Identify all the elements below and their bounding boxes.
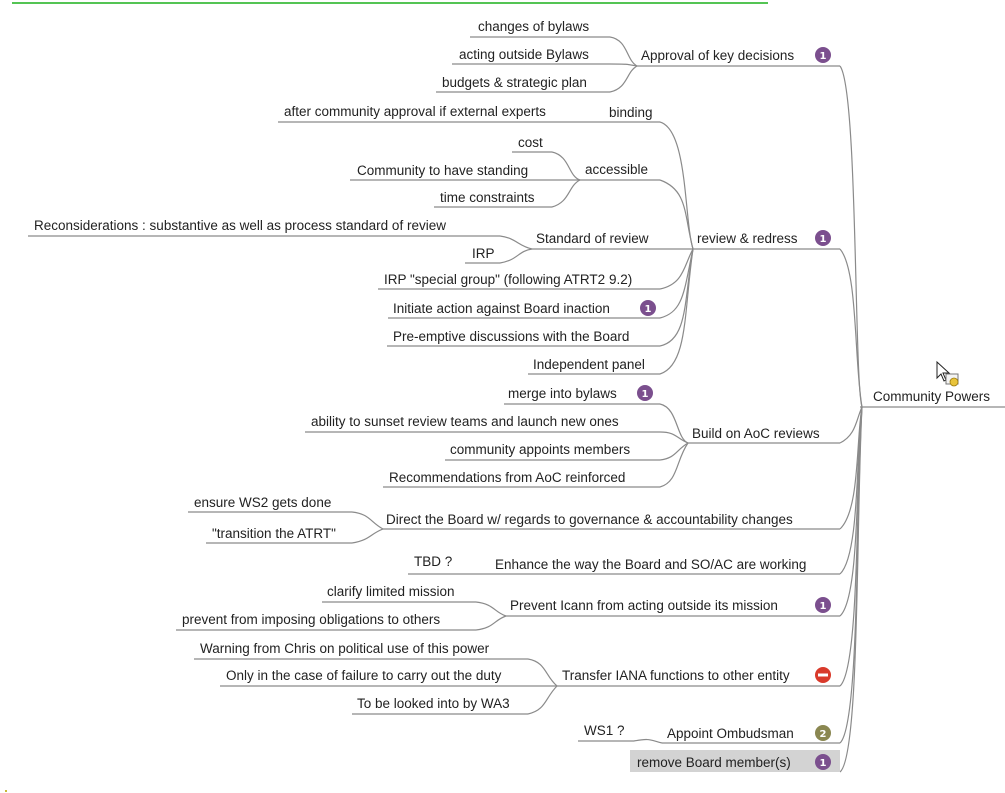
- leaf-cost[interactable]: cost: [518, 135, 543, 150]
- leaf-prevent-imposing[interactable]: prevent from imposing obligations to oth…: [182, 612, 440, 627]
- leaf-only-in-case-of-failure[interactable]: Only in the case of failure to carry out…: [226, 668, 502, 683]
- leaf-irp-special-group[interactable]: IRP "special group" (following ATRT2 9.2…: [384, 272, 632, 287]
- svg-text:1: 1: [645, 304, 652, 315]
- leaf-reconsiderations[interactable]: Reconsiderations : substantive as well a…: [34, 218, 446, 233]
- svg-text:1: 1: [820, 51, 827, 62]
- leaf-ensure-ws2[interactable]: ensure WS2 gets done: [194, 495, 331, 510]
- node-accessible[interactable]: accessible: [585, 162, 648, 177]
- node-binding[interactable]: binding: [609, 105, 653, 120]
- branch-transfer-iana-label[interactable]: Transfer IANA functions to other entity: [562, 668, 790, 683]
- leaf-community-to-have-standing[interactable]: Community to have standing: [357, 163, 528, 178]
- branch-review-redress-label[interactable]: review & redress: [697, 231, 798, 246]
- svg-text:1: 1: [820, 601, 827, 612]
- priority-1-icon: 1: [640, 300, 656, 316]
- svg-text:1: 1: [820, 758, 827, 769]
- leaf-budgets-strategic-plan[interactable]: budgets & strategic plan: [442, 75, 587, 90]
- priority-1-icon: 1: [815, 597, 831, 613]
- leaf-initiate-action[interactable]: Initiate action against Board inaction: [393, 301, 610, 316]
- leaf-acting-outside-bylaws[interactable]: acting outside Bylaws: [459, 47, 589, 62]
- svg-text:1: 1: [642, 389, 649, 400]
- drag-copy-icon: [945, 373, 959, 387]
- leaf-transition-the-atrt[interactable]: "transition the ATRT": [212, 526, 336, 541]
- leaf-time-constraints[interactable]: time constraints: [440, 190, 535, 205]
- connectors: [351, 36, 863, 773]
- priority-1-icon: 1: [815, 230, 831, 246]
- branch-appoint-ombudsman-label[interactable]: Appoint Ombudsman: [667, 726, 794, 741]
- minus-icon: [815, 667, 831, 683]
- selected-node-highlight: [630, 750, 840, 772]
- node-standard-of-review[interactable]: Standard of review: [536, 231, 649, 246]
- corner-marker: [5, 790, 7, 792]
- svg-text:1: 1: [820, 234, 827, 245]
- leaf-merge-into-bylaws[interactable]: merge into bylaws: [508, 386, 617, 401]
- leaf-pre-emptive-discussions[interactable]: Pre-emptive discussions with the Board: [393, 329, 629, 344]
- branch-direct-the-board-label[interactable]: Direct the Board w/ regards to governanc…: [386, 512, 793, 527]
- leaf-clarify-limited-mission[interactable]: clarify limited mission: [327, 584, 455, 599]
- branch-prevent-icann-label[interactable]: Prevent Icann from acting outside its mi…: [510, 598, 778, 613]
- leaf-tbd[interactable]: TBD ?: [414, 554, 452, 569]
- underlines: [28, 36, 1005, 744]
- priority-1-icon: 1: [815, 47, 831, 63]
- priority-2-icon: 2: [815, 725, 831, 741]
- priority-1-icon: 1: [815, 754, 831, 770]
- branch-enhance-label[interactable]: Enhance the way the Board and SO/AC are …: [495, 557, 806, 572]
- leaf-recommendations-aoc[interactable]: Recommendations from AoC reinforced: [389, 470, 625, 485]
- mouse-pointer-icon: [936, 360, 951, 382]
- leaf-warning-from-chris[interactable]: Warning from Chris on political use of t…: [200, 641, 490, 656]
- svg-text:2: 2: [820, 729, 827, 740]
- leaf-to-be-looked-into[interactable]: To be looked into by WA3: [357, 696, 510, 711]
- leaf-ability-to-sunset[interactable]: ability to sunset review teams and launc…: [311, 414, 619, 429]
- leaf-irp[interactable]: IRP: [472, 246, 495, 261]
- branch-approval-label[interactable]: Approval of key decisions: [641, 48, 794, 63]
- leaf-community-appoints-members[interactable]: community appoints members: [450, 442, 630, 457]
- root-node-label[interactable]: Community Powers: [873, 389, 990, 404]
- branch-build-on-aoc-label[interactable]: Build on AoC reviews: [692, 426, 820, 441]
- branch-remove-board-members-label[interactable]: remove Board member(s): [637, 755, 791, 770]
- leaf-ws1[interactable]: WS1 ?: [584, 723, 625, 738]
- leaf-after-community-approval[interactable]: after community approval if external exp…: [284, 104, 546, 119]
- leaf-changes-of-bylaws[interactable]: changes of bylaws: [478, 19, 589, 34]
- priority-1-icon: 1: [637, 385, 653, 401]
- leaf-independent-panel[interactable]: Independent panel: [533, 357, 645, 372]
